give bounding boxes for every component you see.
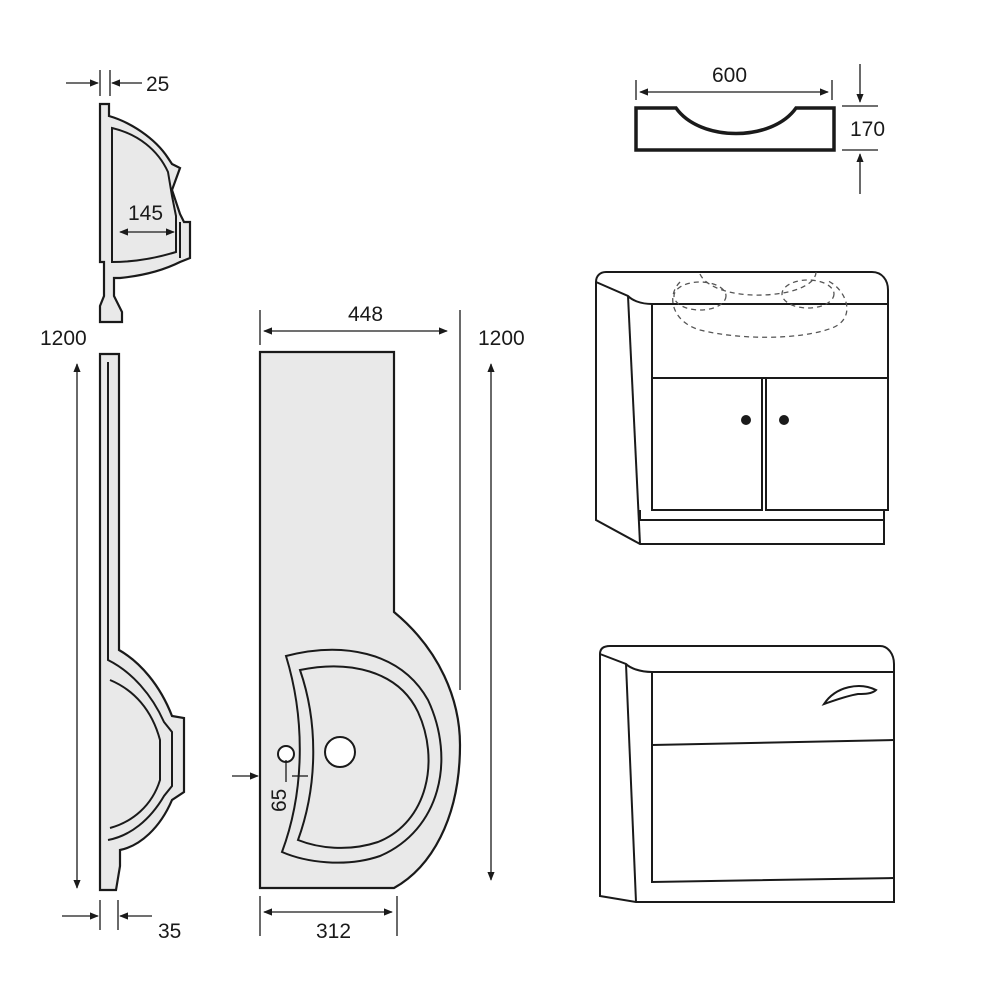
side-section-top (66, 70, 192, 324)
plan-bottom-width-label: 312 (316, 920, 351, 943)
side-section-full (62, 352, 186, 930)
slab-width-label: 600 (712, 64, 747, 87)
drawer-handle-icon (821, 685, 878, 706)
side-bottom-thickness-label: 35 (158, 920, 181, 943)
basin-slab-profile (634, 64, 878, 194)
plan-height-label: 1200 (478, 327, 525, 350)
slab-height-label: 170 (850, 118, 885, 141)
side-top-thickness-label: 25 (146, 73, 169, 96)
side-bowl-depth-label: 145 (128, 202, 163, 225)
plan-top-width-label: 448 (348, 303, 383, 326)
plan-tap-offset-label: 65 (268, 789, 291, 812)
side-height-label: 1200 (40, 327, 87, 350)
drawer-vanity-unit (598, 645, 895, 903)
door-knob-icon (779, 415, 789, 425)
plan-view-top (232, 310, 495, 936)
door-knob-icon (741, 415, 751, 425)
two-door-vanity-unit (594, 271, 889, 545)
